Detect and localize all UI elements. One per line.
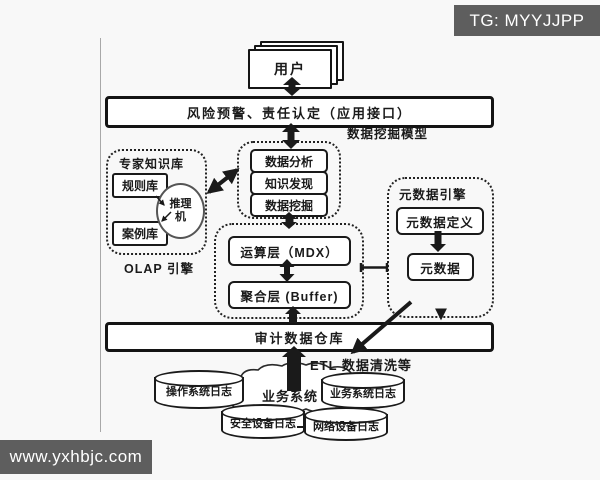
arrow-expert-mining (206, 168, 240, 194)
metadata-def-box: 元数据定义 (396, 207, 484, 235)
biz-log-cylinder: 业务系统日志 (321, 372, 405, 409)
buffer-layer-box: 聚合层 (Buffer) (228, 281, 351, 309)
mining-item-mining: 数据挖掘 (250, 193, 328, 217)
etl-label: ETL 数据清洗等 (310, 358, 412, 373)
net-log-cylinder: 网络设备日志 (304, 407, 388, 441)
business-cloud-label: 业务系统 (262, 389, 319, 404)
compute-layer-box: 运算层（MDX） (228, 236, 351, 266)
expert-kb-title: 专家知识库 (119, 157, 185, 171)
mining-model-label: 数据挖掘模型 (347, 127, 429, 141)
figure-left-border (100, 38, 101, 432)
mining-item-analysis: 数据分析 (250, 149, 328, 173)
app-interface-bar: 风险预警、责任认定（应用接口） (105, 96, 494, 128)
mining-item-discovery: 知识发现 (250, 171, 328, 195)
connector-olap-metadata (359, 263, 389, 272)
inference-engine-label: 推理机 (169, 198, 192, 223)
sec-log-cylinder: 安全设备日志 (221, 404, 305, 439)
net-log-label: 网络设备日志 (313, 421, 379, 433)
arrow-cloud-warehouse (282, 346, 306, 391)
watermark-top-right: TG: MYYJJPP (454, 5, 600, 36)
metadata-box: 元数据 (407, 253, 474, 281)
sec-log-label: 安全设备日志 (230, 418, 296, 430)
biz-log-label: 业务系统日志 (330, 388, 396, 400)
watermark-bottom-left: www.yxhbjc.com (0, 440, 152, 474)
inference-engine-ellipse: 推理机 (156, 183, 205, 239)
warehouse-bar: 审计数据仓库 (105, 322, 494, 352)
expert-kb-box (106, 149, 207, 255)
olap-engine-label: OLAP 引擎 (124, 262, 194, 276)
users-node: 用户 (248, 49, 332, 89)
rule-base-box: 规则库 (112, 173, 168, 198)
os-log-cylinder: 操作系统日志 (154, 370, 244, 409)
os-log-label: 操作系统日志 (166, 386, 232, 398)
metadata-engine-title: 元数据引擎 (399, 188, 467, 202)
case-base-box: 案例库 (112, 221, 168, 246)
